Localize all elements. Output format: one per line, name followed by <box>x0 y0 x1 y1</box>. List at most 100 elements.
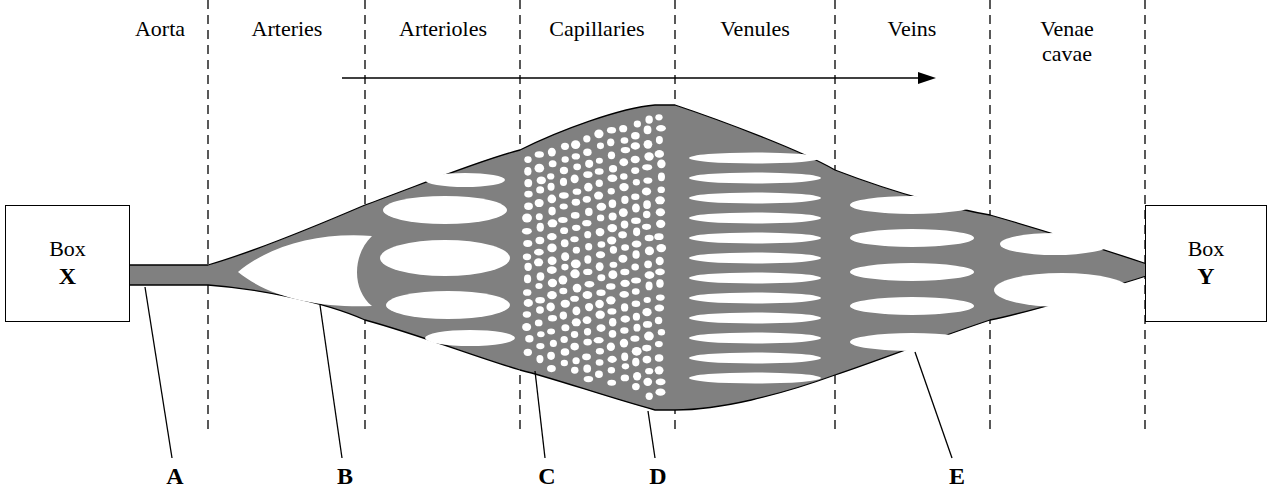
region-label: Arteries <box>252 16 323 41</box>
vessel-gap <box>645 235 654 242</box>
vessel-gap <box>547 291 557 299</box>
vessel-gap <box>560 227 568 234</box>
vessel-gap <box>548 183 555 191</box>
vessel-gap <box>646 393 653 400</box>
vessel-gap <box>609 318 616 326</box>
vessel-gap <box>570 269 580 278</box>
vessel-gap <box>523 240 532 247</box>
vessel-gap <box>850 297 974 315</box>
vessel-gap <box>535 297 545 303</box>
vessel-gap <box>608 151 615 159</box>
vessel-gap <box>548 207 555 216</box>
region-label: Capillaries <box>549 16 644 41</box>
vessel-gap <box>621 303 628 311</box>
vessel-gap <box>620 173 628 180</box>
vessel-gap <box>620 339 628 348</box>
vessel-gap <box>524 156 531 163</box>
vessel-gap <box>850 229 974 247</box>
vessel-gap <box>524 274 531 283</box>
vessel-gap <box>621 220 629 228</box>
vessel-gap <box>644 126 652 135</box>
vessel-gap <box>548 195 557 204</box>
vessel-gap <box>655 269 665 276</box>
vessel-gap <box>655 196 665 204</box>
vessel-gap <box>644 332 654 341</box>
vessel-gap <box>655 305 665 312</box>
vessel-gap <box>573 284 582 293</box>
vessel-gap <box>560 178 567 186</box>
vessel-gap <box>582 220 591 226</box>
vessel-gap <box>621 196 628 204</box>
vessel-gap <box>536 355 543 363</box>
vessel-gap <box>642 224 651 230</box>
vessel-gap <box>594 337 604 343</box>
vessel-gap <box>644 297 651 303</box>
vessel-gap <box>547 173 554 179</box>
vessel-gap <box>560 336 567 343</box>
leader-line <box>320 305 342 458</box>
vessel-gap <box>547 352 555 360</box>
vessel-gap <box>642 188 651 196</box>
vessel-gap <box>632 288 640 294</box>
vessel-gap <box>656 257 664 265</box>
vessel-gap <box>548 279 557 287</box>
vessel-gap <box>609 330 617 338</box>
vessel-gap <box>633 179 640 186</box>
vessel-gap <box>597 143 604 150</box>
vessel-gap <box>595 300 604 308</box>
vessel-gap <box>654 233 663 240</box>
vessel-gap <box>560 167 568 175</box>
vessel-gap <box>631 193 639 200</box>
vessel-gap <box>570 236 578 242</box>
vessel-gap <box>596 228 605 236</box>
vessel-gap <box>633 324 640 332</box>
vessel-gap <box>596 289 605 296</box>
vessel-gap <box>643 356 652 364</box>
vessel-gap <box>645 271 655 279</box>
vessel-gap <box>655 114 662 120</box>
vessel-gap <box>595 311 604 319</box>
region-label: Arterioles <box>399 16 487 41</box>
vessel-gap <box>850 333 974 351</box>
vessel-gap <box>596 359 604 365</box>
vessel-gap <box>658 186 665 193</box>
vessel-gap <box>643 211 650 219</box>
vessel-gap <box>594 191 603 199</box>
vessel-gap <box>632 347 642 356</box>
vessel-gap <box>620 269 629 275</box>
vessel-gap <box>689 153 821 164</box>
region-label: Aorta <box>135 16 185 41</box>
vessel-gap <box>607 224 617 232</box>
vessel-gap <box>547 328 555 334</box>
region-label: Veins <box>842 16 982 41</box>
vessel-gap <box>535 164 545 173</box>
vessel-gap <box>633 313 640 321</box>
vessel-gap <box>631 263 639 270</box>
box-node: BoxY <box>1145 205 1267 322</box>
vessel-gap <box>522 323 531 331</box>
vessel-gap <box>561 143 569 150</box>
vessel-gap <box>655 317 662 325</box>
vessel-gap <box>560 312 567 320</box>
vessel-gap <box>630 335 639 341</box>
vessel-gap <box>633 372 641 380</box>
callout-letter: D <box>649 463 666 489</box>
vessel-gap <box>595 168 604 174</box>
vessel-gap <box>643 378 652 386</box>
vessel-gap <box>618 231 627 238</box>
box-letter: X <box>59 262 76 291</box>
vessel-gap <box>621 147 630 153</box>
vessel-gap <box>523 289 531 296</box>
vessel-gap <box>631 156 640 164</box>
vessel-gap <box>560 203 568 209</box>
vessel-gap <box>596 262 604 271</box>
vessel-gap <box>850 263 974 281</box>
vessel-gap <box>619 208 628 217</box>
vessel-gap <box>689 353 821 364</box>
vessel-gap <box>609 165 617 173</box>
leader-line <box>535 371 545 458</box>
vessel-gap <box>584 231 591 238</box>
vessel-gap <box>607 308 616 314</box>
vessel-gap <box>572 225 580 231</box>
vessel-gap <box>655 366 664 374</box>
